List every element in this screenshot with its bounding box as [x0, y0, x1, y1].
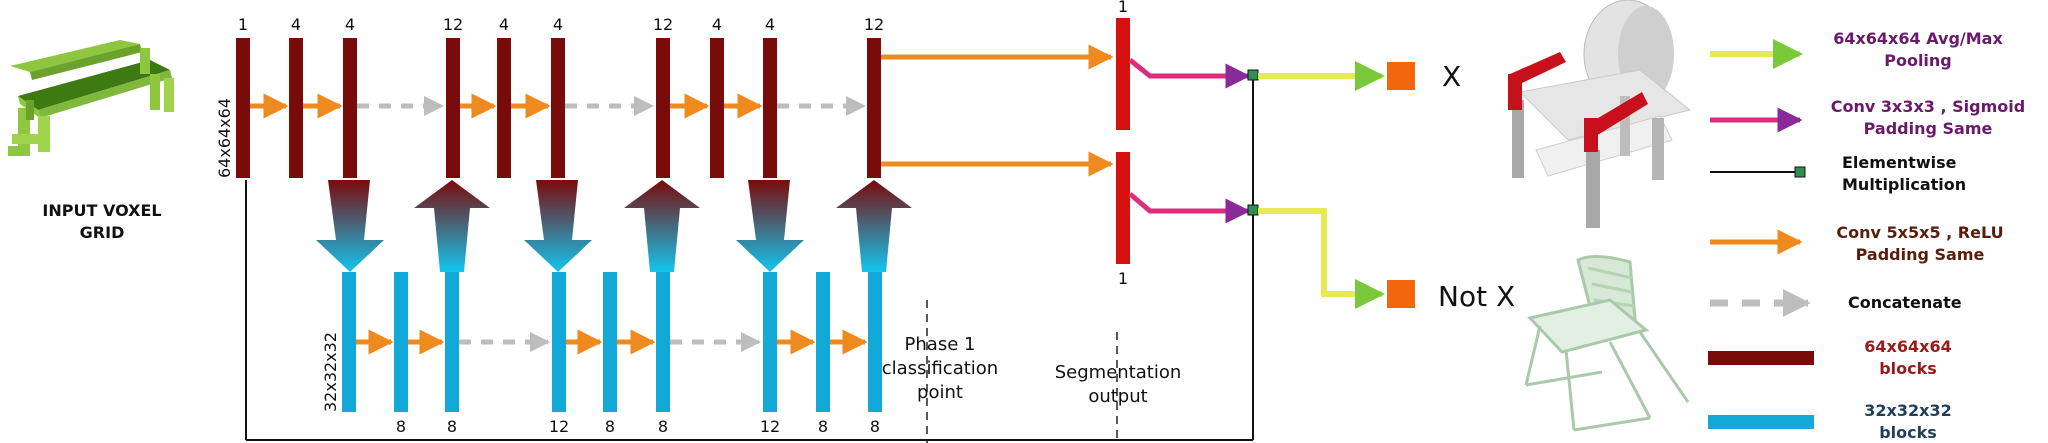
upsample-arrow: [414, 180, 490, 272]
segmentation-block-not-x: [1116, 152, 1130, 264]
output-square-not-x: [1387, 280, 1415, 308]
block-32: [763, 272, 777, 412]
chair-x-illustration: [1508, 0, 1692, 228]
block-64: [289, 38, 303, 178]
legend-blue-bar: [1708, 415, 1814, 429]
block-64: [497, 38, 511, 178]
block-64: [551, 38, 565, 178]
bottom-block-numbers: 8 8 12 8 8 12 8 8: [396, 417, 880, 436]
bottom-row-blocks: [342, 272, 882, 412]
top-block-numbers: 1 4 4 12 4 4 12 4 4 12: [238, 15, 884, 34]
top-number: 4: [765, 15, 775, 34]
block-32: [342, 272, 356, 412]
block-32: [868, 272, 882, 412]
chair-not-x-illustration: [1524, 255, 1690, 432]
top-number: 4: [291, 15, 301, 34]
top-number: 4: [553, 15, 563, 34]
legend-mult-line1: Elementwise: [1842, 153, 1957, 172]
legend-pooling-line1: 64x64x64 Avg/Max: [1833, 29, 2003, 48]
bottom-number: 8: [605, 417, 615, 436]
seg-number-bottom: 1: [1118, 269, 1128, 288]
legend-64-line1: 64x64x64: [1864, 337, 1951, 356]
upsample-arrow: [624, 180, 700, 272]
legend: 64x64x64 Avg/Max Pooling Conv 3x3x3 , Si…: [1708, 29, 2025, 442]
phase1-annotation: Phase 1 classification point: [882, 334, 998, 403]
segmentation-annotation: Segmentation output: [1055, 362, 1182, 407]
legend-red-bar: [1708, 351, 1814, 365]
bottom-number: 8: [870, 417, 880, 436]
block-32: [394, 272, 408, 412]
block-32: [552, 272, 566, 412]
legend-relu-line2: Padding Same: [1856, 245, 1985, 264]
downsample-arrow: [736, 180, 804, 272]
segmentation-line2: output: [1088, 386, 1147, 407]
input-label-line1: INPUT VOXEL: [42, 201, 161, 220]
phase1-line3: point: [917, 382, 963, 403]
top-row-blocks: [236, 38, 881, 178]
legend-mult-node: [1794, 166, 1806, 178]
block-32: [656, 272, 670, 412]
legend-relu-line1: Conv 5x5x5 , ReLU: [1836, 223, 2003, 242]
seg-number-top: 1: [1118, 0, 1128, 16]
block-32: [816, 272, 830, 412]
pool-upsample-arrows: [316, 180, 912, 272]
skip-connection-lines: [245, 74, 1254, 441]
downsample-arrow: [524, 180, 592, 272]
top-number: 12: [443, 15, 463, 34]
legend-sigmoid-line1: Conv 3x3x3 , Sigmoid: [1831, 97, 2025, 116]
bottom-number: 8: [447, 417, 457, 436]
upsample-arrow: [836, 180, 912, 272]
multiply-node-x: [1247, 69, 1259, 81]
sigmoid-arrows: [1128, 58, 1251, 224]
output-label-not-x: Not X: [1438, 280, 1515, 313]
pooling-arrows: [1258, 61, 1385, 309]
segmentation-block-x: [1116, 18, 1130, 130]
segmentation-line1: Segmentation: [1055, 362, 1182, 383]
block-64: [656, 38, 670, 178]
block-64: [236, 38, 250, 178]
legend-concat-label: Concatenate: [1848, 293, 1962, 312]
legend-64-line2: blocks: [1879, 359, 1937, 378]
legend-mult-line2: Multiplication: [1842, 175, 1966, 194]
output-square-x: [1387, 62, 1415, 90]
legend-32-line1: 32x32x32: [1864, 401, 1951, 420]
bottom-number: 12: [760, 417, 780, 436]
multiply-node-not-x: [1247, 204, 1259, 216]
legend-pooling-line2: Pooling: [1884, 51, 1952, 70]
top-number: 1: [238, 15, 248, 34]
top-number: 4: [712, 15, 722, 34]
top-number: 4: [499, 15, 509, 34]
block-64: [763, 38, 777, 178]
block-32: [445, 272, 459, 412]
legend-sigmoid-line2: Padding Same: [1864, 119, 1993, 138]
bottom-number: 12: [549, 417, 569, 436]
block-64: [867, 38, 881, 178]
input-label-line2: GRID: [80, 223, 125, 242]
block-32: [603, 272, 617, 412]
block-64: [710, 38, 724, 178]
top-number: 12: [653, 15, 673, 34]
top-number: 4: [345, 15, 355, 34]
top-number: 12: [864, 15, 884, 34]
bottom-number: 8: [396, 417, 406, 436]
input-voxel-grid-illustration: [8, 40, 174, 156]
block-64: [343, 38, 357, 178]
long-conv-arrows: [881, 44, 1114, 177]
bottom-number: 8: [818, 417, 828, 436]
block-64: [446, 38, 460, 178]
dim-label-32: 32x32x32: [321, 332, 340, 412]
dim-label-64: 64x64x64: [215, 98, 234, 178]
phase1-line2: classification: [882, 358, 998, 379]
bottom-number: 8: [658, 417, 668, 436]
downsample-arrow: [316, 180, 384, 272]
output-label-x: X: [1442, 60, 1461, 93]
legend-32-line2: blocks: [1879, 423, 1937, 442]
phase1-line1: Phase 1: [905, 334, 976, 355]
